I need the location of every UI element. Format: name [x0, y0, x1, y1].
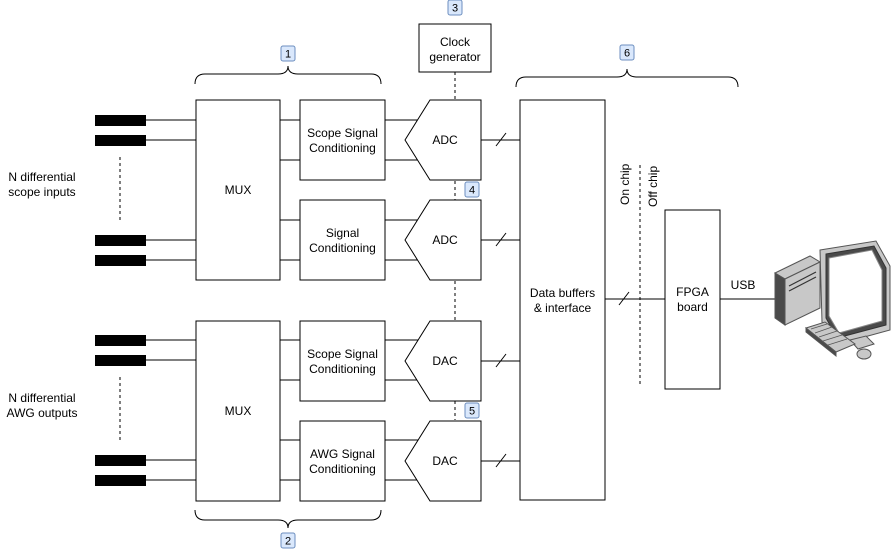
brace-top-mux — [194, 65, 382, 85]
data-buffers-label-line2: & interface — [534, 301, 592, 315]
scope-input-connector-3 — [95, 235, 146, 246]
off-chip-label: Off chip — [646, 166, 660, 207]
badge-6: 6 — [619, 44, 635, 61]
svg-text:5: 5 — [469, 406, 475, 418]
scope-input-connectors — [95, 115, 146, 266]
svg-text:1: 1 — [285, 49, 291, 61]
svg-text:2: 2 — [285, 536, 291, 548]
scope-inputs-label-line2: scope inputs — [8, 185, 75, 199]
mux-bottom-label: MUX — [225, 404, 252, 418]
badge-1: 1 — [280, 45, 296, 62]
awg-output-connector-4 — [95, 475, 146, 486]
data-buffers-label-line1: Data buffers — [530, 286, 595, 300]
scope-input-connector-1 — [95, 115, 146, 126]
scope-input-connector-4 — [95, 255, 146, 266]
awg-outputs-label-line2: AWG outputs — [7, 406, 78, 420]
dac-2-label: DAC — [432, 454, 458, 468]
scope-conditioning-top-label-line1: Scope Signal — [307, 126, 378, 140]
usb-label: USB — [731, 278, 756, 292]
brace-data-path — [515, 68, 739, 88]
signal-conditioning-block — [299, 199, 386, 281]
dac-1-label: DAC — [432, 354, 458, 368]
adc-2-block — [404, 199, 482, 281]
clock-generator-label-line1: Clock — [440, 35, 471, 49]
signal-conditioning-label-line2: Conditioning — [309, 241, 376, 255]
badge-4: 4 — [464, 181, 480, 198]
desktop-computer-icon — [773, 240, 891, 360]
scope-conditioning-bottom-label-line2: Conditioning — [309, 362, 376, 376]
mux-bottom-block — [195, 320, 281, 502]
mux-top-label: MUX — [225, 183, 252, 197]
badge-5: 5 — [464, 402, 480, 419]
fpga-board-label-line1: FPGA — [676, 285, 709, 299]
scope-conditioning-bottom-label-line1: Scope Signal — [307, 347, 378, 361]
fpga-board-label-line2: board — [677, 300, 708, 314]
scope-conditioning-top-label-line2: Conditioning — [309, 141, 376, 155]
data-buffers-block — [519, 99, 606, 501]
awg-output-connector-2 — [95, 355, 146, 366]
mux-top-block — [195, 99, 281, 281]
svg-text:4: 4 — [469, 185, 475, 197]
signal-conditioning-label-line1: Signal — [326, 226, 359, 240]
fpga-board-block — [664, 209, 721, 390]
svg-text:6: 6 — [624, 48, 630, 60]
adc-1-label: ADC — [432, 133, 458, 147]
clock-generator-label-line2: generator — [429, 50, 480, 64]
awg-outputs-label-line1: N differential — [8, 391, 75, 405]
adc-2-label: ADC — [432, 233, 458, 247]
on-chip-label: On chip — [618, 163, 632, 205]
scope-conditioning-bottom-block — [299, 320, 386, 402]
dac-1-block — [404, 320, 482, 402]
scope-conditioning-top-block — [299, 99, 386, 181]
brace-bottom-mux — [194, 509, 382, 529]
awg-output-connector-1 — [95, 335, 146, 346]
scope-inputs-label-line1: N differential — [8, 170, 75, 184]
adc-1-block — [404, 99, 482, 181]
awg-conditioning-label-line2: Conditioning — [309, 462, 376, 476]
dac-2-block — [404, 420, 482, 502]
badge-2: 2 — [280, 532, 296, 549]
awg-output-connector-3 — [95, 455, 146, 466]
badge-3: 3 — [447, 0, 463, 16]
awg-conditioning-label-line1: AWG Signal — [310, 447, 375, 461]
svg-text:3: 3 — [452, 3, 458, 15]
scope-input-connector-2 — [95, 135, 146, 146]
awg-output-connectors — [95, 335, 146, 486]
awg-conditioning-block — [299, 420, 386, 502]
